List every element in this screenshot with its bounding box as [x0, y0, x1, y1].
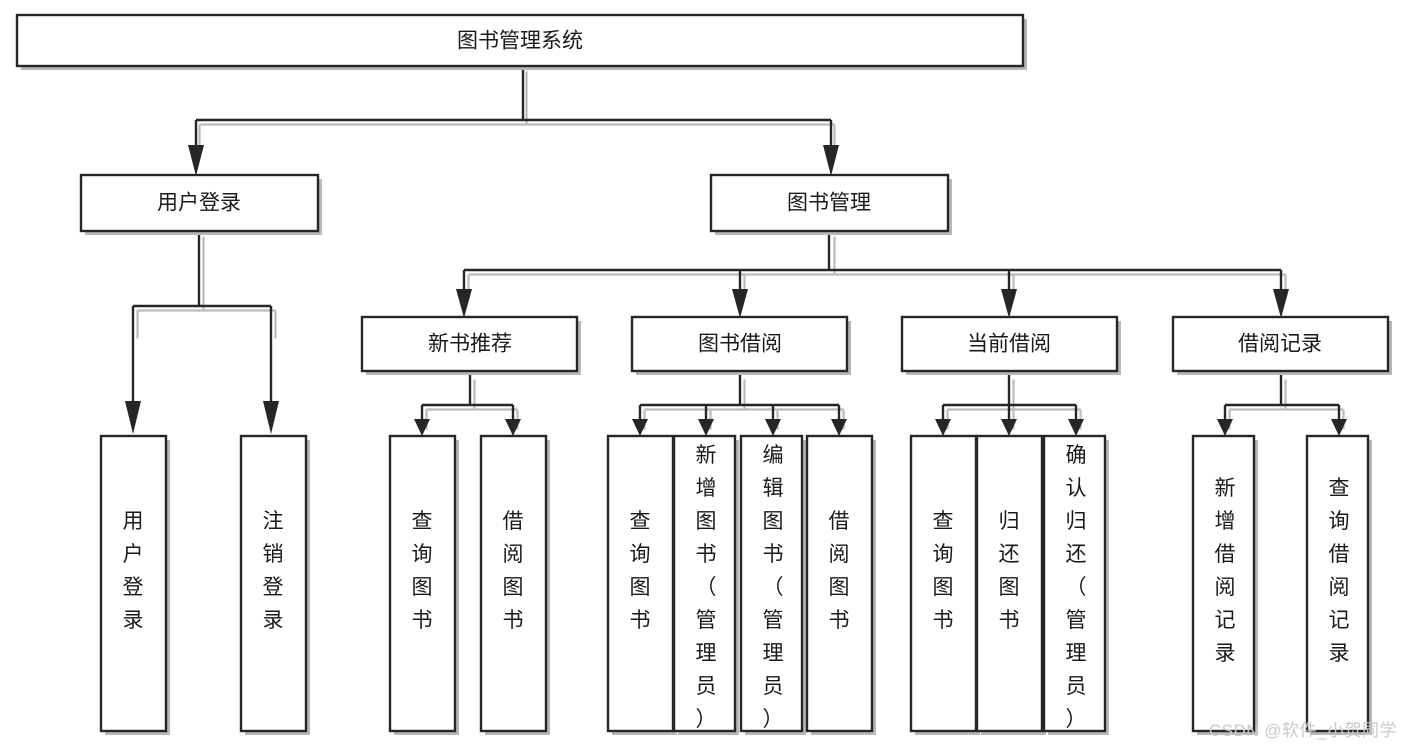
node-leaf-add-record-label: 新增借阅记录	[1215, 477, 1236, 665]
node-user-login-label: 用户登录	[157, 192, 241, 215]
node-leaf-borrow-book-1-box[interactable]	[479, 434, 548, 733]
arrow-head-user-login	[188, 145, 204, 176]
node-current-borrow-box[interactable]	[900, 315, 1119, 373]
connector-root-shadow	[198, 71, 836, 153]
node-root-box[interactable]	[15, 13, 1025, 68]
node-leaf-query-record[interactable]: 查询借阅记录	[1305, 434, 1372, 735]
connector-recommend-shadow	[425, 379, 519, 430]
node-leaf-borrow-book-2-label: 借阅图书	[829, 510, 850, 632]
node-leaf-borrow-book-2[interactable]: 借阅图书	[805, 434, 876, 735]
connector-user-login-shadow	[136, 236, 277, 339]
arrow-head-book-borrow	[732, 289, 748, 318]
connector-user-login-to-leaves	[131, 231, 273, 404]
connector-book-manage-to-level3	[462, 231, 1283, 292]
node-user-login[interactable]: 用户登录	[79, 173, 322, 235]
node-current-borrow-label: 当前借阅	[967, 333, 1051, 356]
node-leaf-user-login-label: 用户登录	[123, 510, 144, 632]
node-leaf-return-book-label: 归还图书	[999, 510, 1020, 632]
node-leaf-edit-book-label: 编辑图书（管理员）	[763, 444, 784, 731]
node-leaf-edit-book[interactable]: 编辑图书（管理员）	[739, 434, 806, 735]
connector-current-to-leaves	[941, 373, 1078, 422]
node-leaf-user-login[interactable]: 用户登录	[99, 434, 170, 735]
node-leaf-query-book-2-box[interactable]	[606, 434, 675, 733]
node-book-borrow-label: 图书借阅	[698, 333, 782, 356]
node-book-manage[interactable]: 图书管理	[709, 173, 952, 235]
node-leaf-add-book[interactable]: 新增图书（管理员）	[672, 434, 739, 735]
node-leaf-confirm-return-label: 确认归还（管理员）	[1066, 444, 1087, 731]
node-leaf-return-book-box[interactable]	[975, 434, 1044, 733]
node-leaf-query-book-1[interactable]: 查询图书	[388, 434, 459, 735]
arrow-head-leaf-borrow-book-2	[831, 419, 847, 436]
arrow-head-borrow-record	[1273, 289, 1289, 318]
node-book-manage-box[interactable]	[709, 173, 950, 233]
node-borrow-record[interactable]: 借阅记录	[1171, 315, 1392, 375]
arrow-head-leaf-add-record	[1217, 419, 1233, 436]
arrow-head-leaf-query-book-3	[935, 419, 951, 436]
node-borrow-record-box[interactable]	[1171, 315, 1390, 373]
arrow-head-leaf-return-book	[1001, 419, 1017, 436]
node-leaf-add-book-label: 新增图书（管理员）	[696, 444, 717, 731]
node-current-borrow[interactable]: 当前借阅	[900, 315, 1121, 375]
arrow-head-new-book-recommend	[456, 289, 472, 318]
leaf-nodes-layer: 用户登录 注销登录 查询图书 借阅图书 查询图书	[99, 434, 1372, 735]
arrow-head-leaf-edit-book	[765, 419, 781, 436]
node-leaf-confirm-return[interactable]: 确认归还（管理员）	[1042, 434, 1109, 735]
arrow-head-leaf-query-book-2	[632, 419, 648, 436]
node-root[interactable]: 图书管理系统	[15, 13, 1027, 70]
connector-borrow-to-leaves	[638, 373, 841, 422]
node-leaf-query-record-label: 查询借阅记录	[1329, 477, 1350, 665]
node-new-book-recommend[interactable]: 新书推荐	[360, 315, 581, 375]
node-book-manage-label: 图书管理	[787, 192, 871, 215]
node-leaf-add-record[interactable]: 新增借阅记录	[1191, 434, 1258, 735]
node-root-label: 图书管理系统	[457, 30, 583, 53]
node-leaf-query-book-3-box[interactable]	[909, 434, 978, 733]
node-leaf-confirm-return-box[interactable]	[1042, 434, 1107, 733]
node-leaf-query-record-box[interactable]	[1305, 434, 1370, 733]
arrow-head-leaf-add-book	[698, 419, 714, 436]
node-leaf-borrow-book-2-box[interactable]	[805, 434, 874, 733]
arrow-head-leaf-user-login	[125, 401, 141, 434]
node-leaf-query-book-2-label: 查询图书	[630, 510, 651, 632]
node-new-book-recommend-box[interactable]	[360, 315, 579, 373]
node-leaf-user-logout-box[interactable]	[239, 434, 308, 733]
node-leaf-edit-book-box[interactable]	[739, 434, 804, 733]
arrow-head-book-manage	[823, 145, 839, 176]
node-leaf-query-book-2[interactable]: 查询图书	[606, 434, 677, 735]
arrow-head-leaf-query-book-1	[414, 419, 430, 436]
node-leaf-borrow-book-1[interactable]: 借阅图书	[479, 434, 550, 735]
arrow-head-leaf-user-logout	[263, 401, 279, 434]
connector-book-manage-shadow	[467, 236, 1287, 299]
connector-layer	[125, 66, 1347, 436]
node-borrow-record-label: 借阅记录	[1238, 333, 1322, 356]
node-new-book-recommend-label: 新书推荐	[428, 333, 512, 356]
node-leaf-add-book-box[interactable]	[672, 434, 737, 733]
node-book-borrow[interactable]: 图书借阅	[630, 315, 851, 375]
node-leaf-borrow-book-1-label: 借阅图书	[503, 510, 524, 632]
node-leaf-user-logout[interactable]: 注销登录	[239, 434, 310, 735]
node-leaf-query-book-1-box[interactable]	[388, 434, 457, 733]
connector-recommend-to-leaves	[420, 373, 515, 422]
node-leaf-return-book[interactable]: 归还图书	[975, 434, 1046, 735]
arrow-head-current-borrow	[1001, 289, 1017, 318]
node-user-login-box[interactable]	[79, 173, 320, 233]
node-leaf-user-logout-label: 注销登录	[263, 510, 284, 632]
node-leaf-user-login-box[interactable]	[99, 434, 168, 733]
node-leaf-query-book-3-label: 查询图书	[933, 510, 954, 632]
connector-root-to-level2	[194, 66, 833, 148]
node-leaf-query-book-1-label: 查询图书	[412, 510, 433, 632]
connector-record-to-leaves	[1223, 373, 1341, 422]
node-leaf-query-book-3[interactable]: 查询图书	[909, 434, 980, 735]
connector-record-shadow	[1228, 379, 1345, 430]
node-book-borrow-box[interactable]	[630, 315, 849, 373]
arrow-head-leaf-borrow-book-1	[505, 419, 521, 436]
arrow-head-leaf-confirm-return	[1068, 419, 1084, 436]
node-leaf-add-record-box[interactable]	[1191, 434, 1256, 733]
arrow-head-leaf-query-record	[1331, 419, 1347, 436]
